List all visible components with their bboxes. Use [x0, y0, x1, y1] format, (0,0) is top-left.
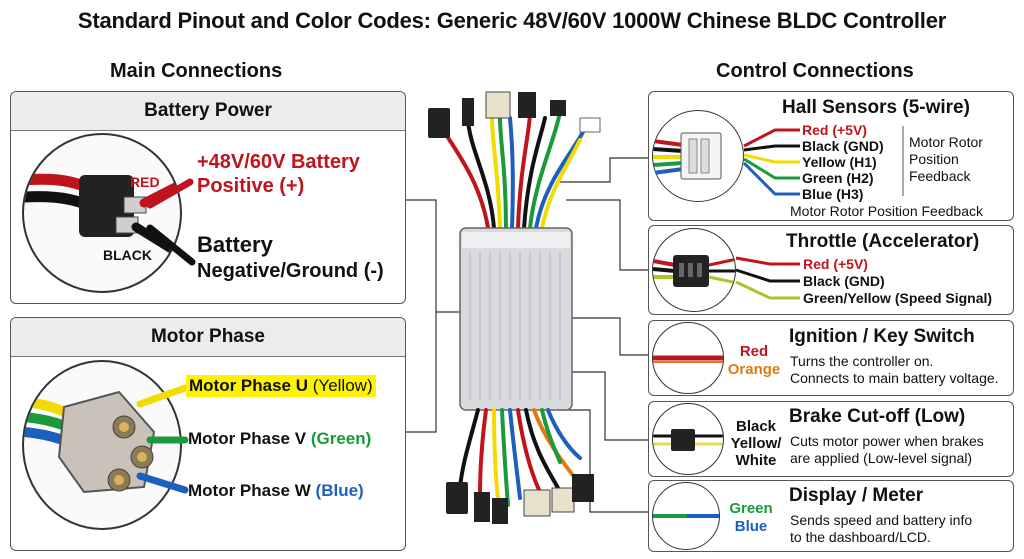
hall-wire-red: Red (+5V) [802, 122, 867, 138]
main-connections-heading: Main Connections [110, 60, 283, 82]
black-wire-tag: BLACK [103, 247, 152, 263]
display-desc-line1: Sends speed and battery info [790, 512, 973, 528]
motor-phase-v-color: (Green) [310, 429, 372, 448]
hall-wire-black: Black (GND) [802, 138, 884, 154]
display-wire-green: Green [729, 500, 773, 517]
hall-side-note: Motor Rotor Position Feedback [909, 134, 983, 185]
hall-side-note-line1: Motor Rotor [909, 134, 983, 150]
hall-side-note-line3: Feedback [909, 168, 971, 184]
brake-desc-line1: Cuts motor power when brakes [790, 433, 984, 449]
hall-footer: Motor Rotor Position Feedback [790, 203, 983, 219]
throttle-wire-black: Black (GND) [803, 273, 885, 289]
motor-phase-w-label: Motor Phase W (Blue) [188, 481, 364, 501]
display-title: Display / Meter [789, 485, 924, 506]
battery-positive-line1: +48V/60V Battery [197, 151, 360, 173]
hall-connector-illustration [652, 110, 744, 202]
ignition-wire-colors: Red Orange [727, 343, 781, 379]
brake-desc-line2: are applied (Low-level signal) [790, 450, 973, 466]
battery-negative-label: Battery Negative/Ground (-) [197, 232, 384, 284]
motor-phase-v-label: Motor Phase V (Green) [188, 429, 371, 449]
throttle-wire-red: Red (+5V) [803, 256, 868, 272]
motor-phase-w-color: (Blue) [315, 481, 364, 500]
display-wire-blue: Blue [734, 518, 768, 535]
ignition-desc-line2: Connects to main battery voltage. [790, 370, 999, 386]
battery-positive-line2: Positive (+) [197, 175, 305, 197]
battery-positive-label: +48V/60V Battery Positive (+) [197, 150, 360, 198]
motor-phase-w-text: Motor Phase W [188, 481, 311, 500]
ignition-wire-orange: Orange [727, 361, 781, 378]
battery-negative-line1: Battery [197, 232, 273, 257]
control-connections-heading: Control Connections [716, 60, 914, 82]
brake-wire-black: Black [735, 418, 777, 435]
battery-negative-line2: Negative/Ground (-) [197, 260, 384, 282]
display-desc-line2: to the dashboard/LCD. [790, 529, 931, 545]
page-title: Standard Pinout and Color Codes: Generic… [77, 8, 947, 33]
ignition-wire-illustration [652, 322, 724, 394]
hall-wire-blue: Blue (H3) [802, 186, 864, 202]
display-wire-colors: Green Blue [724, 500, 778, 536]
hall-wire-green: Green (H2) [802, 170, 874, 186]
battery-connector-illustration [22, 133, 182, 293]
throttle-wire-green-yellow: Green/Yellow (Speed Signal) [803, 290, 993, 306]
ignition-wire-red: Red [739, 343, 769, 360]
motor-phase-v-text: Motor Phase V [188, 429, 307, 448]
battery-power-title: Battery Power [11, 92, 405, 131]
throttle-title: Throttle (Accelerator) [786, 231, 980, 252]
brake-title: Brake Cut-off (Low) [789, 406, 966, 427]
motor-phase-u-color: (Yellow) [312, 376, 373, 395]
hall-sensors-title: Hall Sensors (5-wire) [782, 97, 970, 118]
motor-phase-title: Motor Phase [11, 318, 405, 357]
motor-phase-u-label: Motor Phase U (Yellow) [186, 375, 376, 397]
brake-wire-white: White [735, 452, 777, 469]
throttle-connector-illustration [652, 228, 736, 312]
brake-wire-colors: Black Yellow/ White [727, 418, 785, 469]
red-wire-tag: RED [130, 174, 160, 190]
ignition-desc-line1: Turns the controller on. [790, 353, 934, 369]
display-wire-illustration [652, 482, 720, 550]
motor-connector-illustration [22, 360, 182, 530]
brake-connector-illustration [652, 403, 724, 475]
brake-wire-yellow: Yellow/ [730, 435, 782, 452]
motor-phase-u-text: Motor Phase U [189, 376, 309, 395]
hall-wire-yellow: Yellow (H1) [802, 154, 877, 170]
hall-side-note-line2: Position [909, 151, 959, 167]
ignition-title: Ignition / Key Switch [789, 326, 975, 347]
